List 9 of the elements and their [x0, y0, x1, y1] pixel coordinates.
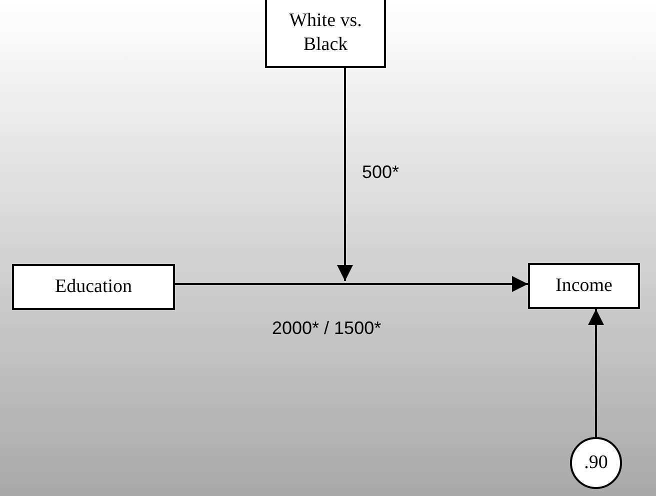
residual-circle: .90	[570, 437, 622, 489]
arrow	[175, 276, 528, 292]
variable-box: Education	[12, 264, 175, 310]
arrow	[337, 68, 353, 281]
variable-box: Income	[528, 263, 640, 309]
arrow	[588, 309, 604, 437]
edge-label: 2000* / 1500*	[272, 318, 382, 339]
edge-label: 500*	[362, 162, 400, 183]
variable-box: White vs. Black	[265, 0, 386, 68]
